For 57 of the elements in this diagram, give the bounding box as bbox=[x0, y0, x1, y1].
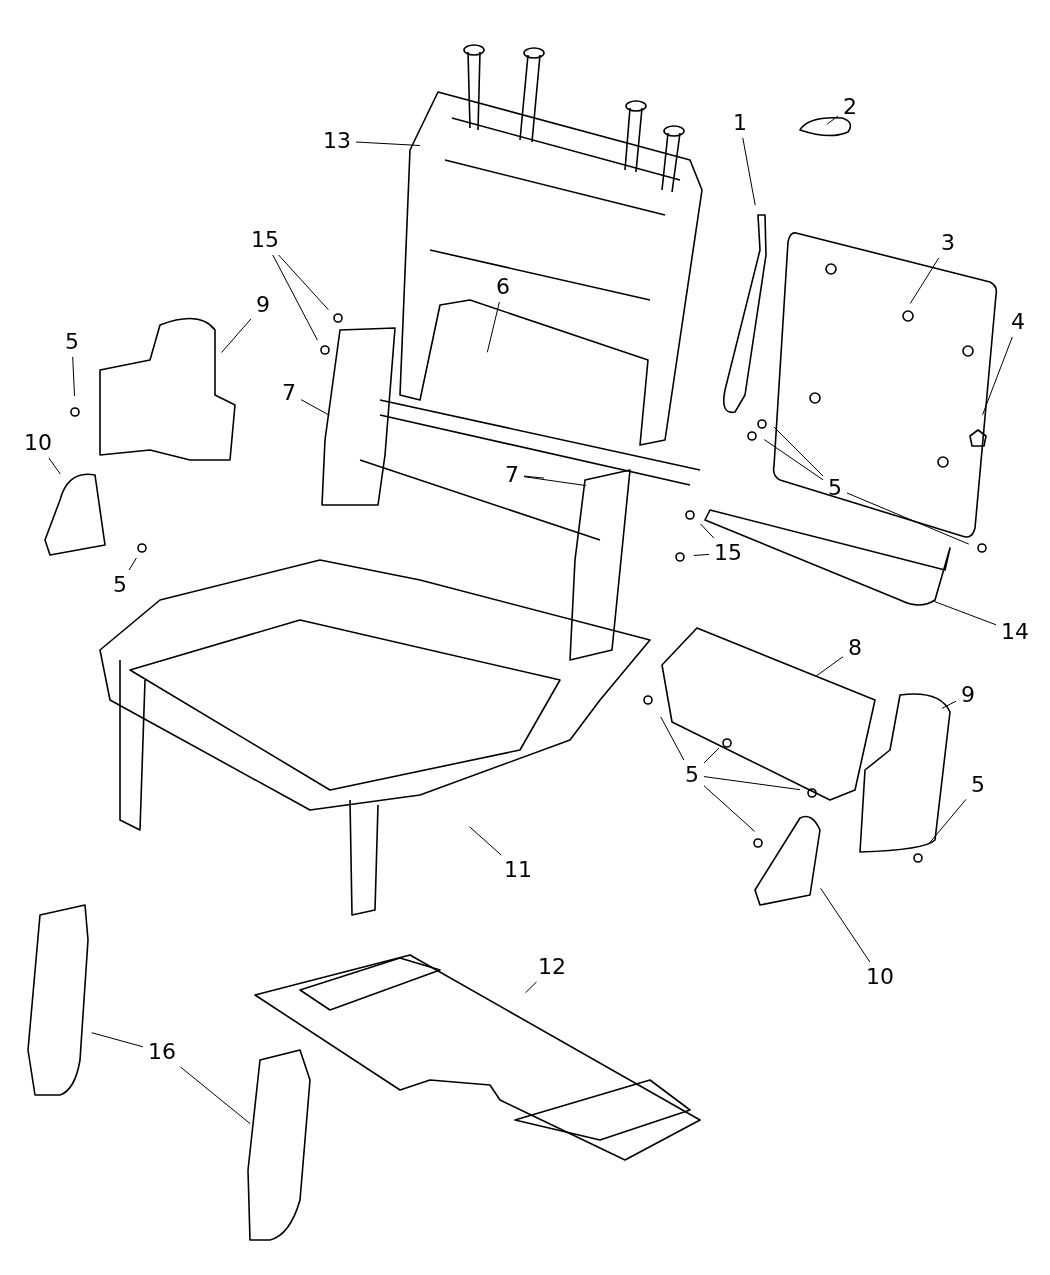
leader-line bbox=[703, 747, 720, 764]
leader-line bbox=[469, 826, 502, 856]
callout-number: 12 bbox=[538, 955, 566, 979]
callout-number: 10 bbox=[24, 431, 52, 455]
leader-line bbox=[820, 887, 871, 963]
leader-line bbox=[660, 716, 685, 761]
callout-number: 5 bbox=[971, 773, 985, 797]
callout-number: 4 bbox=[1011, 310, 1025, 334]
callout-number: 2 bbox=[843, 95, 857, 119]
leader-line bbox=[909, 257, 940, 304]
callout-number: 5 bbox=[65, 330, 79, 354]
callout-number: 15 bbox=[714, 541, 742, 565]
leader-line bbox=[826, 115, 839, 125]
callout-number: 6 bbox=[496, 275, 510, 299]
callout-number: 10 bbox=[866, 965, 894, 989]
callout-number: 5 bbox=[113, 573, 127, 597]
leader-line bbox=[525, 981, 537, 994]
leader-line bbox=[523, 475, 545, 479]
callout-number: 8 bbox=[848, 636, 862, 660]
callout-number: 9 bbox=[256, 293, 270, 317]
leader-line bbox=[355, 141, 421, 146]
leader-line bbox=[272, 254, 318, 341]
callout-number: 11 bbox=[504, 858, 532, 882]
leader-line bbox=[982, 336, 1013, 416]
callout-number: 5 bbox=[828, 476, 842, 500]
leader-line bbox=[72, 356, 75, 397]
leader-line bbox=[773, 426, 824, 477]
callout-number: 16 bbox=[148, 1040, 176, 1064]
leader-line bbox=[700, 523, 715, 539]
leader-line bbox=[933, 601, 997, 626]
leader-line bbox=[486, 301, 500, 353]
callout-number: 9 bbox=[961, 683, 975, 707]
leader-line bbox=[742, 137, 756, 206]
leader-line bbox=[523, 476, 587, 487]
callout-number: 14 bbox=[1001, 620, 1029, 644]
leader-line bbox=[221, 318, 252, 353]
leader-line bbox=[91, 1032, 144, 1048]
leader-line bbox=[300, 399, 330, 416]
leader-line bbox=[763, 439, 824, 481]
callout-number: 1 bbox=[733, 111, 747, 135]
callout-number: 7 bbox=[505, 463, 519, 487]
callout-number: 5 bbox=[685, 763, 699, 787]
leader-line bbox=[128, 557, 137, 571]
leader-line bbox=[703, 785, 756, 832]
leader-line bbox=[703, 776, 801, 791]
leader-line bbox=[815, 656, 844, 677]
callout-number: 13 bbox=[323, 129, 351, 153]
callout-number: 3 bbox=[941, 231, 955, 255]
leader-line bbox=[846, 492, 970, 545]
callout-number: 15 bbox=[251, 228, 279, 252]
leader-line bbox=[48, 457, 61, 475]
callout-number: 7 bbox=[282, 381, 296, 405]
leader-line bbox=[693, 553, 710, 556]
leader-line bbox=[180, 1066, 251, 1125]
leader-line bbox=[927, 798, 967, 845]
leader-line bbox=[278, 254, 329, 311]
leader-line bbox=[941, 700, 957, 709]
